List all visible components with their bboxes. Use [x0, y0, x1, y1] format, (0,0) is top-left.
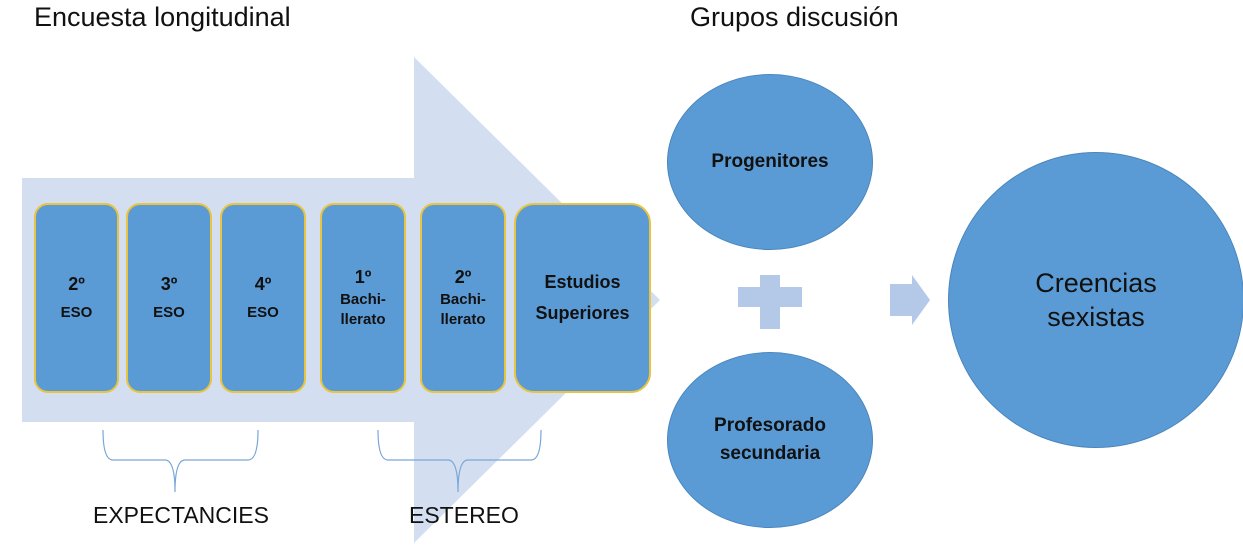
stage-label: 1º — [354, 266, 372, 287]
stage-label: llerato — [340, 310, 386, 328]
stage-label: Superiores — [535, 303, 630, 323]
stage-label: 2º — [68, 273, 85, 294]
result-label: sexistas — [1047, 302, 1145, 332]
stage-label: 3º — [160, 273, 178, 294]
brace-left — [102, 429, 259, 493]
brace-right — [377, 429, 542, 493]
stage-label: ESO — [247, 303, 279, 321]
group-profesorado: Profesorado secundaria — [667, 352, 873, 528]
bracket-label-expectancies: EXPECTANCIES — [93, 502, 269, 528]
result-creencias-sexistas: Creencias sexistas — [948, 152, 1243, 448]
stage-label: ESO — [60, 303, 93, 321]
survey-title: Encuesta longitudinal — [34, 2, 291, 32]
small-arrow-icon — [890, 275, 930, 325]
plus-icon — [738, 275, 802, 329]
group-label: Profesorado — [714, 415, 826, 436]
group-progenitores: Progenitores — [667, 74, 873, 250]
stage-label: Bachi- — [340, 290, 386, 308]
group-label: Progenitores — [711, 151, 829, 172]
stage-label: llerato — [440, 310, 486, 328]
stage-label: Bachi- — [440, 290, 486, 308]
group-label: secundaria — [719, 443, 821, 464]
stage-label: ESO — [153, 303, 185, 321]
bracket-label-estereo: ESTEREO — [409, 502, 519, 528]
result-label: Creencias — [1035, 268, 1157, 298]
groups-title: Grupos discusión — [690, 2, 899, 32]
stage-label: Estudios — [544, 272, 621, 292]
stage-label: 4º — [254, 273, 272, 294]
stage-label: 2º — [454, 266, 472, 287]
